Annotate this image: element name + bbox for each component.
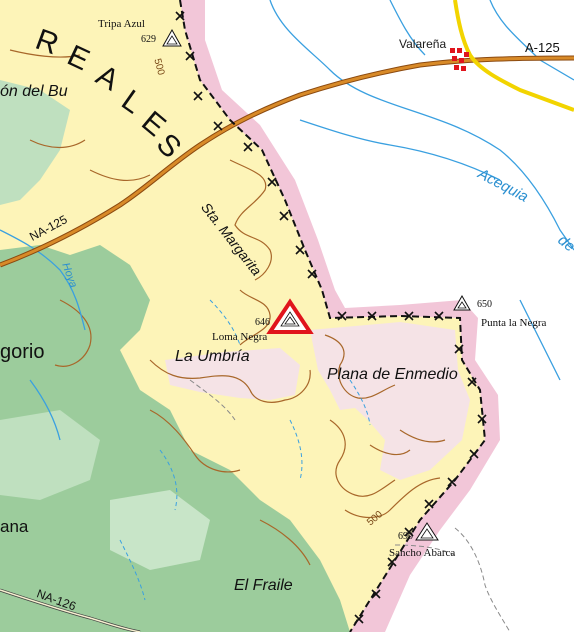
label-punta-la-negra: Punta la Negra (481, 317, 547, 329)
label-a125: A-125 (525, 40, 560, 55)
road-a125-fill (0, 56, 574, 267)
label-sancho-abarca: Sancho Abarca (389, 547, 456, 559)
park-border-band (180, 0, 500, 632)
town-valarena (450, 48, 469, 71)
label-valarena: Valareña (399, 37, 447, 51)
tracks (189, 379, 511, 632)
summit-icon-punta-la-negra[interactable] (453, 294, 471, 311)
road-na126-fill (0, 589, 141, 632)
label-loma-negra: Loma Negra (212, 331, 268, 343)
summit-icon-loma-negra[interactable] (266, 298, 314, 334)
label-la-umbria: La Umbría (175, 348, 250, 365)
label-plana-de-enmedio: Plana de Enmedio (327, 366, 458, 383)
summit-icon-sancho-abarca[interactable] (415, 522, 439, 541)
label-ana: ana (0, 517, 29, 536)
road-yellow (453, 0, 574, 112)
park-boundary (179, 0, 487, 632)
label-el-fraile: El Fraile (234, 577, 293, 594)
summit-icon-tripa-azul[interactable] (162, 28, 182, 47)
label-gorio: gorio (0, 341, 45, 363)
elev-tripa-azul: 629 (141, 34, 156, 45)
elev-punta-la-negra: 650 (477, 299, 492, 310)
dashed-streams (119, 299, 371, 601)
boundary-crosses (175, 11, 487, 624)
elev-sancho-abarca: 690 (398, 531, 413, 542)
contour-lines (9, 49, 446, 566)
elev-loma-negra: 646 (255, 317, 270, 328)
label-on-del-bu: ón del Bu (0, 83, 68, 100)
label-tripa-azul: Tripa Azul (98, 18, 145, 30)
terrain-pink-plateau (310, 322, 470, 480)
rivers (0, 0, 574, 441)
terrain-light-green-3 (110, 490, 210, 570)
terrain-light-green-2 (0, 410, 100, 500)
terrain-green-lowland (0, 245, 350, 632)
